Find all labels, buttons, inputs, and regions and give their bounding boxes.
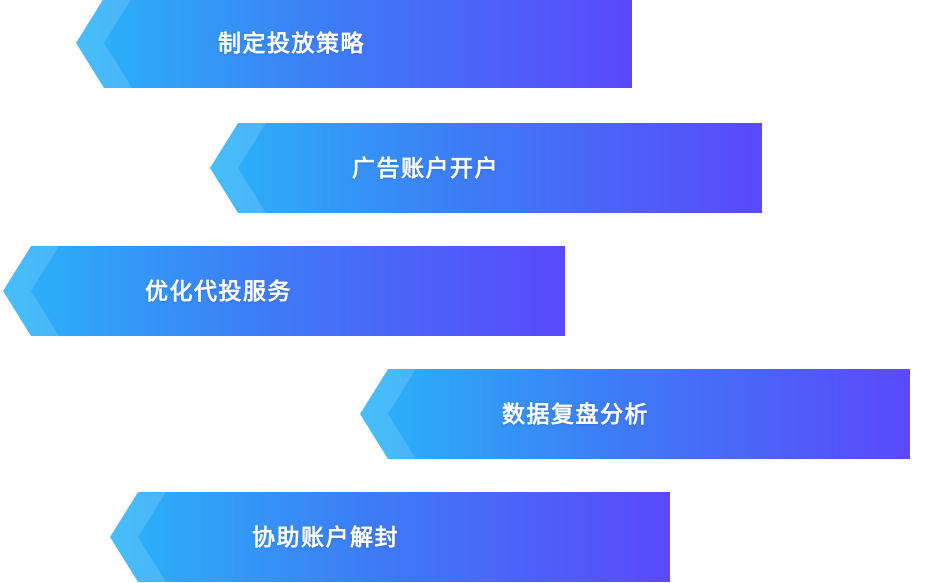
banner-label: 制定投放策略 (218, 30, 365, 56)
banner-label: 协助账户解封 (252, 524, 399, 550)
process-step-banner: 制定投放策略 (76, 0, 632, 88)
process-step-banner: 广告账户开户 (210, 123, 762, 213)
banner-label: 优化代投服务 (145, 278, 292, 304)
banner-label: 数据复盘分析 (502, 401, 649, 427)
banner-label: 广告账户开户 (352, 155, 499, 181)
process-step-banner: 数据复盘分析 (360, 369, 910, 459)
process-step-banner: 优化代投服务 (3, 246, 565, 336)
process-step-banner: 协助账户解封 (110, 492, 670, 582)
